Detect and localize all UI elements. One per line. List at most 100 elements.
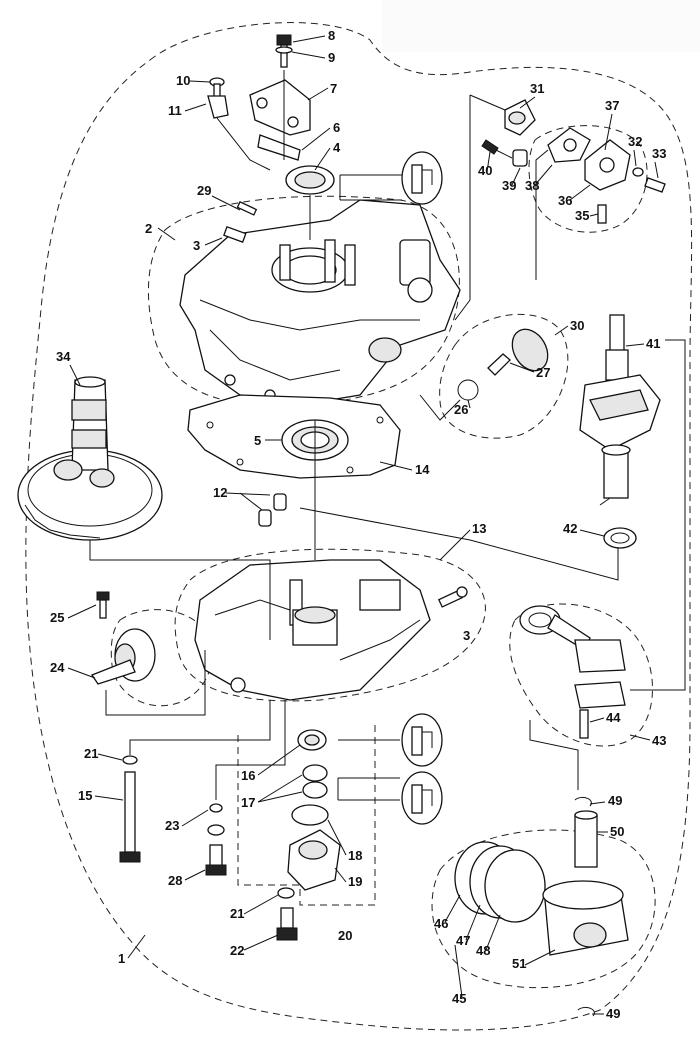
- label-42: 42: [563, 521, 577, 536]
- thrust-washer: [603, 527, 637, 549]
- label-4: 4: [333, 140, 341, 155]
- cover-plate: [249, 79, 311, 161]
- assembly-lines: [89, 70, 686, 801]
- label-7: 7: [330, 81, 337, 96]
- blank-area: [382, 0, 700, 52]
- pump-group-box: [237, 720, 376, 906]
- label-51: 51: [512, 956, 526, 971]
- label-5: 5: [254, 433, 261, 448]
- label-2: 2: [145, 221, 152, 236]
- label-28: 28: [168, 873, 182, 888]
- screw-10: [207, 77, 229, 119]
- piston: [542, 880, 629, 956]
- crankcase: [194, 559, 431, 701]
- washer-23: [209, 803, 223, 813]
- washer-21-top: [122, 755, 138, 765]
- pump-bearings: [302, 764, 328, 799]
- label-36: 36: [558, 193, 572, 208]
- label-31: 31: [530, 81, 544, 96]
- thermostat-fittings: [481, 99, 666, 224]
- cylinder-block-group: [148, 195, 460, 407]
- label-44: 44: [606, 710, 621, 725]
- label-9: 9: [328, 50, 335, 65]
- conrod-group: [509, 603, 653, 747]
- label-10: 10: [176, 73, 190, 88]
- label-23: 23: [165, 818, 179, 833]
- label-20: 20: [338, 928, 352, 943]
- label-32: 32: [628, 134, 642, 149]
- piston-pin: [574, 810, 598, 868]
- oil-fill-group: [439, 313, 569, 439]
- label-33: 33: [652, 146, 666, 161]
- oil-fill-cap: [457, 328, 549, 401]
- piston-rings: [454, 841, 546, 923]
- label-6: 6: [333, 120, 340, 135]
- thermostat-group: [528, 125, 648, 233]
- crankshaft: [579, 314, 661, 499]
- label-34: 34: [56, 349, 71, 364]
- label-11: 11: [168, 103, 182, 118]
- label-14: 14: [415, 462, 430, 477]
- label-13: 13: [472, 521, 486, 536]
- pump-housing: [287, 829, 341, 891]
- cylinder-block: [179, 199, 461, 406]
- label-30: 30: [570, 318, 584, 333]
- bolt-3-left: [223, 225, 247, 243]
- gear-group: [110, 609, 213, 707]
- washer-plain: [207, 824, 225, 836]
- dowel-pins: [258, 493, 287, 527]
- label-35: 35: [575, 208, 589, 223]
- label-49-bottom: 49: [606, 1006, 620, 1021]
- label-24: 24: [50, 660, 65, 675]
- oil-seal-top: [285, 165, 335, 195]
- label-41: 41: [646, 336, 660, 351]
- label-leaders: [67, 35, 659, 1015]
- pump-seal: [297, 729, 327, 751]
- clip-49-top: [574, 796, 592, 807]
- crankcase-group: [174, 548, 486, 702]
- label-49-top: 49: [608, 793, 622, 808]
- piston-group: [431, 829, 656, 989]
- label-18: 18: [348, 848, 362, 863]
- label-19: 19: [348, 874, 362, 889]
- label-39: 39: [502, 178, 516, 193]
- label-22: 22: [230, 943, 244, 958]
- o-ring-18: [291, 804, 329, 826]
- bolt-28: [205, 844, 227, 876]
- camshaft-gear: [17, 376, 163, 541]
- bolt-22: [276, 907, 298, 941]
- governor-gear: [91, 591, 156, 685]
- part-labels: 1 2 3 3 4 5 6 7 8 9 10 11 12 13 14 15 16…: [50, 28, 666, 1021]
- assembly-boundary: [25, 22, 693, 1031]
- label-50: 50: [610, 824, 624, 839]
- label-45: 45: [452, 991, 466, 1006]
- bolt-15: [119, 771, 141, 863]
- pin-29: [236, 201, 258, 216]
- label-15: 15: [78, 788, 92, 803]
- bolt-3-right: [437, 586, 468, 608]
- label-27: 27: [536, 365, 550, 380]
- label-8: 8: [328, 28, 335, 43]
- label-21-bottom: 21: [230, 906, 244, 921]
- label-26: 26: [454, 402, 468, 417]
- detail-icon-seal-low: [401, 771, 443, 825]
- label-38: 38: [525, 178, 539, 193]
- label-16: 16: [241, 768, 255, 783]
- label-3-top: 3: [193, 238, 200, 253]
- connecting-rod: [519, 605, 626, 739]
- detail-icon-seal-mid: [401, 713, 443, 767]
- label-37: 37: [605, 98, 619, 113]
- label-43: 43: [652, 733, 666, 748]
- label-40: 40: [478, 163, 492, 178]
- label-1: 1: [118, 951, 125, 966]
- label-3-right: 3: [463, 628, 470, 643]
- washer-21-bottom: [277, 887, 295, 899]
- label-46: 46: [434, 916, 448, 931]
- label-12: 12: [213, 485, 227, 500]
- detail-icon-seal-top: [401, 151, 443, 205]
- label-17: 17: [241, 795, 255, 810]
- label-21-top: 21: [84, 746, 98, 761]
- label-29: 29: [197, 183, 211, 198]
